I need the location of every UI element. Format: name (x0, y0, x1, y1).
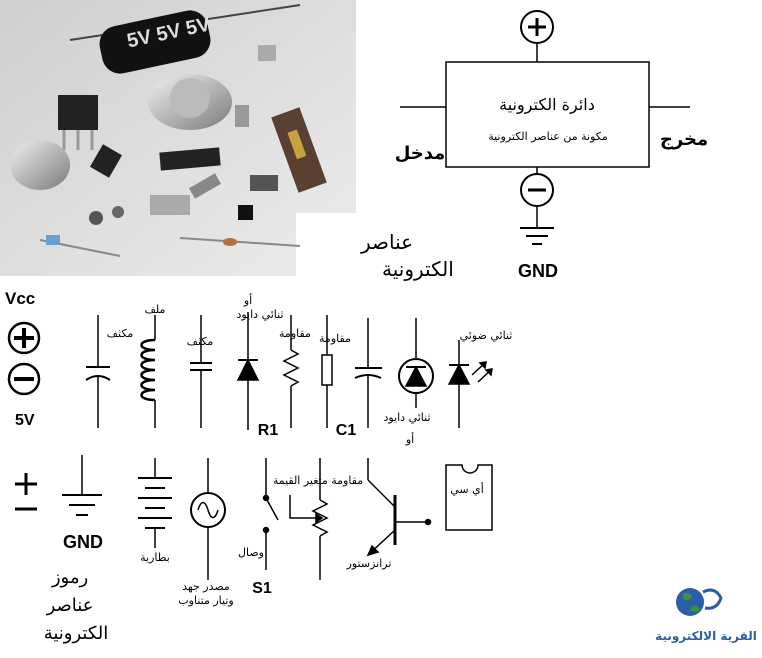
capacitor1-label: مكثف (107, 327, 134, 340)
transistor-label: ترانزستور (346, 557, 392, 570)
block-gnd-label: GND (518, 261, 558, 281)
output-label: مخرج (660, 129, 708, 150)
block-diagram (400, 10, 690, 245)
circuit-box (445, 61, 650, 168)
ground-symbol (62, 455, 102, 516)
symbols-caption-line1: رموز (51, 567, 88, 588)
symbols-caption-line2: عناصر (46, 595, 94, 616)
led-label: ثنائي ضوئي (460, 329, 513, 342)
volt-label: 5V (15, 412, 35, 429)
ic-symbol (445, 464, 493, 531)
capacitor-symbol-3 (354, 318, 382, 428)
resistor-symbol-box (321, 315, 333, 428)
symbols-caption-line3: الكترونية (44, 623, 109, 644)
resistor2-label: مقاومة (319, 332, 351, 345)
variable-resistor-symbol (289, 458, 329, 580)
block-subtitle: مكونة من عناصر الكترونية (488, 130, 608, 143)
r1-label: R1 (258, 422, 279, 439)
diode-symbol (236, 312, 260, 430)
ic-label: أي سي (450, 482, 484, 496)
capacitor-symbol-2 (190, 315, 212, 428)
photodiode-label-or: أو (405, 432, 414, 446)
ac-source-symbol (190, 458, 226, 580)
logo: القرية الالكترونية (655, 588, 757, 644)
ac-source-line2: وتيار متناوب (178, 594, 233, 607)
photodiode-label: ثنائي دايود (383, 411, 430, 424)
vcc-plus-icon (7, 321, 41, 355)
resistor1-label: مقاومة (279, 327, 311, 340)
logo-text: القرية الالكترونية (655, 629, 757, 644)
input-label: مدخل (395, 143, 446, 164)
row2-gnd-label: GND (63, 532, 103, 552)
capacitor-symbol-1 (85, 315, 111, 428)
inductor-symbol (140, 315, 156, 428)
diode-label-or: أو (243, 293, 252, 307)
photo-caption-line1: عناصر (360, 230, 413, 254)
resistor-symbol-zigzag (282, 315, 300, 428)
switch-symbol (262, 458, 279, 570)
inductor-label: ملف (145, 303, 166, 316)
battery-symbol (138, 458, 172, 548)
globe-icon (676, 588, 704, 616)
polarity-symbol (15, 473, 37, 511)
transistor-symbol (366, 458, 432, 557)
diode-label: ثنائي دايود (236, 308, 283, 321)
photodiode-symbol (398, 318, 434, 408)
block-title: دائرة الكترونية (499, 95, 595, 115)
components-photo: 5V 5V 5V (0, 0, 356, 276)
led-symbol (447, 340, 493, 428)
s1-label: S1 (252, 580, 272, 597)
plus-terminal-icon (520, 10, 554, 44)
photo-caption-line2: الكترونية (382, 257, 454, 281)
battery-label: بطارية (140, 551, 170, 564)
variable-resistor-label: مقاومة متغير القيمة (273, 474, 363, 487)
vcc-minus-icon (7, 362, 41, 396)
vcc-label: Vcc (5, 289, 35, 308)
capacitor2-label: مكثف (187, 335, 214, 348)
switch-label: وصال (238, 546, 264, 559)
c1-label: C1 (336, 422, 357, 439)
ac-source-line1: مصدر جهد (182, 580, 230, 593)
